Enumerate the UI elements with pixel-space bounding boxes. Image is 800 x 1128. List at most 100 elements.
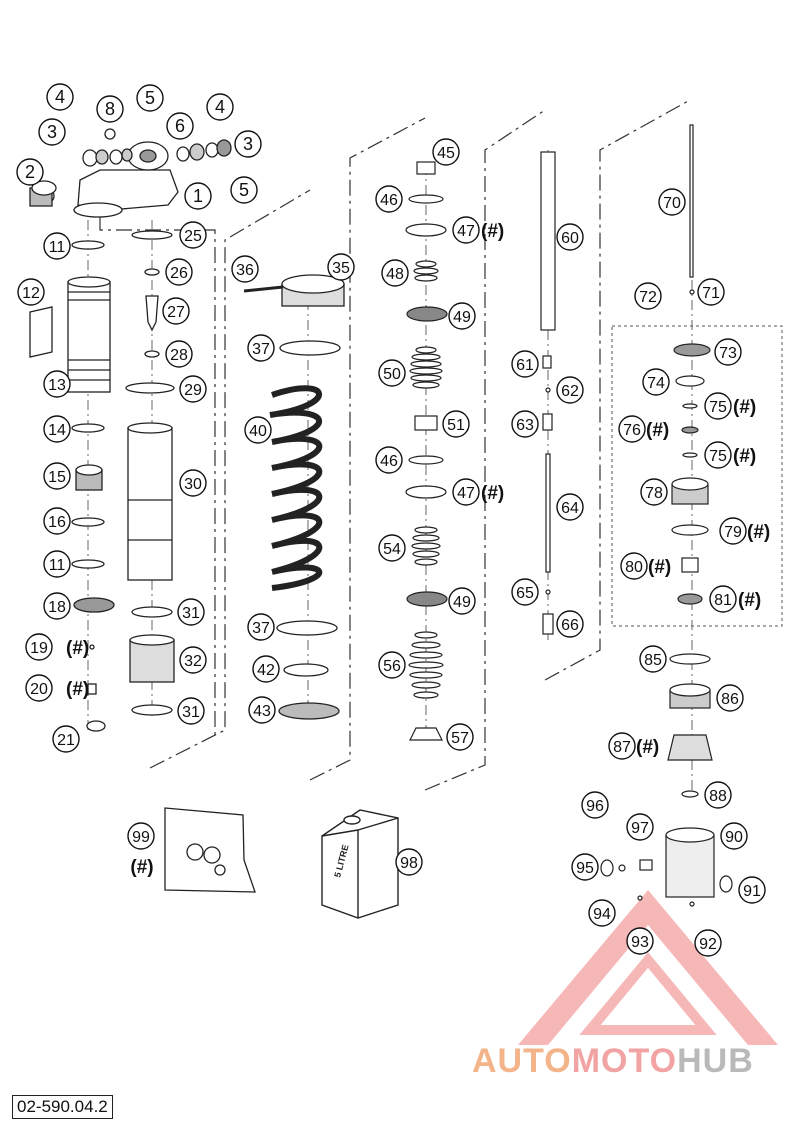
callout-57-45: 57 bbox=[446, 723, 474, 751]
hash-marker: (#) bbox=[648, 557, 671, 578]
spring-40-icon bbox=[269, 385, 323, 591]
svg-text:31: 31 bbox=[182, 704, 200, 721]
hash-marker: (#) bbox=[747, 522, 770, 543]
callout-45-35: 45 bbox=[432, 138, 460, 166]
callout-62-48: 62 bbox=[556, 376, 584, 404]
diagram-code: 02-590.04.2 bbox=[12, 1095, 113, 1119]
callout-29-23: 29 bbox=[179, 375, 207, 403]
svg-text:76: 76 bbox=[623, 422, 641, 439]
svg-text:79: 79 bbox=[724, 524, 742, 541]
callout-93-65: 93 bbox=[626, 927, 654, 955]
oil-canister-98-icon bbox=[321, 809, 399, 919]
svg-text:18: 18 bbox=[48, 599, 66, 616]
svg-text:13: 13 bbox=[48, 377, 66, 394]
callout-5-7: 5 bbox=[230, 176, 258, 204]
callout-65-51: 65 bbox=[511, 578, 539, 606]
svg-text:99: 99 bbox=[132, 829, 150, 846]
axis-lines bbox=[87, 150, 693, 800]
callout-74-57: 74 bbox=[642, 368, 670, 396]
svg-text:3: 3 bbox=[47, 122, 57, 142]
callout-92-64: 92 bbox=[694, 929, 722, 957]
callout-1-0: 1 bbox=[184, 182, 212, 210]
hash-marker: (#) bbox=[66, 679, 89, 700]
svg-text:57: 57 bbox=[451, 730, 469, 747]
svg-text:30: 30 bbox=[184, 476, 202, 493]
svg-text:85: 85 bbox=[644, 652, 662, 669]
hash-marker: (#) bbox=[733, 397, 756, 418]
svg-text:14: 14 bbox=[48, 422, 66, 439]
callout-6-8: 6 bbox=[166, 112, 194, 140]
watermark-logo: AUTOMOTOHUB bbox=[472, 1042, 754, 1081]
callout-14-14: 14 bbox=[43, 415, 71, 443]
callout-50-41: 50 bbox=[378, 359, 406, 387]
logo-part-moto: MOTO bbox=[571, 1042, 678, 1080]
svg-text:20: 20 bbox=[30, 681, 48, 698]
hash-marker-99: (#) bbox=[130, 857, 153, 878]
svg-text:91: 91 bbox=[743, 883, 761, 900]
callout-16-16: 16 bbox=[43, 507, 71, 535]
callout-72-55: 72 bbox=[634, 282, 662, 310]
svg-text:98: 98 bbox=[400, 855, 418, 872]
callout-3-3: 3 bbox=[234, 130, 262, 158]
callout-35-28: 35 bbox=[327, 253, 355, 281]
callout-75-hash-5: 75 bbox=[704, 441, 732, 469]
callout-73-56: 73 bbox=[714, 338, 742, 366]
label-12-icon bbox=[29, 306, 53, 358]
body-30-icon bbox=[127, 427, 173, 581]
svg-text:51: 51 bbox=[447, 417, 465, 434]
svg-text:47: 47 bbox=[457, 223, 475, 240]
svg-text:28: 28 bbox=[170, 347, 188, 364]
svg-text:8: 8 bbox=[105, 99, 115, 119]
housing-90-icon bbox=[665, 834, 715, 898]
svg-text:45: 45 bbox=[437, 145, 455, 162]
svg-text:46: 46 bbox=[380, 192, 398, 209]
callout-25-19: 25 bbox=[179, 221, 207, 249]
callout-31-26: 31 bbox=[177, 697, 205, 725]
shock-column-1 bbox=[29, 128, 232, 732]
svg-text:35: 35 bbox=[332, 260, 350, 277]
callout-70-53: 70 bbox=[658, 188, 686, 216]
callout-80-hash-8: 80 bbox=[620, 552, 648, 580]
callout-54-43: 54 bbox=[378, 534, 406, 562]
svg-text:88: 88 bbox=[709, 788, 727, 805]
callout-66-52: 66 bbox=[556, 610, 584, 638]
callout-63-49: 63 bbox=[511, 410, 539, 438]
hash-marker: (#) bbox=[738, 590, 761, 611]
callout-75-hash-4: 75 bbox=[704, 392, 732, 420]
svg-text:48: 48 bbox=[386, 266, 404, 283]
svg-text:92: 92 bbox=[699, 936, 717, 953]
svg-text:61: 61 bbox=[516, 357, 534, 374]
svg-text:97: 97 bbox=[631, 820, 649, 837]
callout-95-67: 95 bbox=[571, 853, 599, 881]
callout-28-22: 28 bbox=[165, 340, 193, 368]
svg-text:72: 72 bbox=[639, 289, 657, 306]
svg-text:93: 93 bbox=[631, 934, 649, 951]
callout-49-40: 49 bbox=[448, 587, 476, 615]
spring-column bbox=[243, 274, 345, 720]
svg-text:78: 78 bbox=[645, 485, 663, 502]
svg-text:65: 65 bbox=[516, 585, 534, 602]
svg-text:66: 66 bbox=[561, 617, 579, 634]
callout-11-10: 11 bbox=[43, 232, 71, 260]
callout-13-13: 13 bbox=[43, 370, 71, 398]
svg-text:49: 49 bbox=[453, 309, 471, 326]
callout-60-46: 60 bbox=[556, 223, 584, 251]
svg-text:49: 49 bbox=[453, 594, 471, 611]
callout-36-29: 36 bbox=[231, 255, 259, 283]
callout-99-71: 99 bbox=[127, 822, 155, 850]
callout-64-50: 64 bbox=[556, 493, 584, 521]
reservoir-13-icon bbox=[67, 281, 111, 393]
bushing-2-icon bbox=[29, 180, 57, 207]
svg-text:86: 86 bbox=[721, 691, 739, 708]
svg-text:11: 11 bbox=[49, 557, 66, 574]
svg-text:46: 46 bbox=[380, 453, 398, 470]
svg-text:37: 37 bbox=[252, 341, 270, 358]
callout-90-62: 90 bbox=[720, 822, 748, 850]
callout-94-66: 94 bbox=[588, 899, 616, 927]
callout-32-27: 32 bbox=[179, 646, 207, 674]
callout-42-33: 42 bbox=[252, 655, 280, 683]
callout-46-36: 46 bbox=[375, 185, 403, 213]
svg-text:21: 21 bbox=[57, 732, 75, 749]
